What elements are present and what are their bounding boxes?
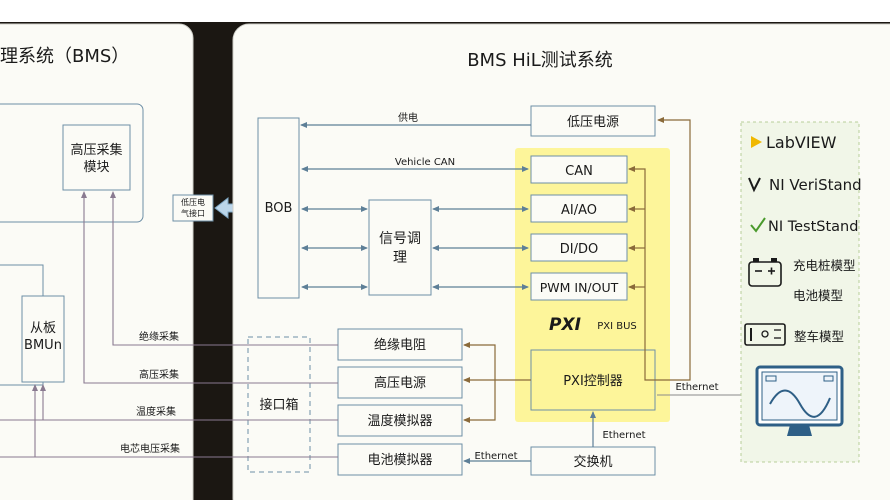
lv-supply-box xyxy=(530,105,656,137)
label-temp-acq: 温度采集 xyxy=(136,405,176,418)
hv-supply-box xyxy=(337,366,463,399)
temp-sim-label: 温度模拟器 xyxy=(367,413,432,429)
label-vehicle-can: Vehicle CAN xyxy=(395,157,455,168)
bms-panel xyxy=(0,23,194,500)
hv-supply-label: 高压电源 xyxy=(374,375,426,391)
insulation-box xyxy=(337,328,463,361)
bms-master-frame xyxy=(0,103,144,223)
switch-label: 交换机 xyxy=(573,454,612,470)
line-hv-acq xyxy=(81,191,338,384)
labview-icon xyxy=(751,136,762,148)
connector-line2: 气接口 xyxy=(181,208,205,218)
bob-label: BOB xyxy=(265,201,293,216)
label-power: 供电 xyxy=(398,111,418,124)
signal-conditioning-box xyxy=(368,199,432,296)
vehicle-model-icon xyxy=(744,323,786,346)
label-insulation-acq: 绝缘采集 xyxy=(139,330,179,343)
monitor-icon xyxy=(755,365,844,436)
slave-line2: BMUn xyxy=(24,338,62,353)
arrow-controller-lvsupply xyxy=(657,117,691,381)
dido-label: DI/DO xyxy=(560,242,598,257)
pwm-module xyxy=(530,272,628,301)
insulation-label: 绝缘电阻 xyxy=(374,337,426,353)
teststand-icon xyxy=(750,217,766,233)
signal-line2: 理 xyxy=(393,250,407,266)
vehicle-model-label: 整车模型 xyxy=(794,329,844,344)
pxi-bus-label: PXI BUS xyxy=(597,321,637,332)
veristand-label: NI VeriStand xyxy=(769,176,862,194)
interface-box-label: 接口箱 xyxy=(259,397,298,413)
bms-panel-title: 理系统（BMS） xyxy=(0,46,129,67)
temp-sim-box xyxy=(337,404,463,437)
lv-supply-label: 低压电源 xyxy=(567,115,619,130)
arrow-controller-insulation xyxy=(463,342,496,380)
slave-board-bmun xyxy=(21,295,65,383)
hil-panel-title: BMS HiL测试系统 xyxy=(467,50,613,71)
signal-line1: 信号调 xyxy=(379,231,421,247)
charger-model-label: 充电桩模型 xyxy=(793,258,856,273)
label-ethernet-battery: Ethernet xyxy=(474,451,517,462)
slave-line1: 从板 xyxy=(30,321,56,336)
line-insulation-acq xyxy=(110,191,338,346)
dido-module xyxy=(530,233,628,262)
label-ethernet-switch: Ethernet xyxy=(602,430,645,441)
labview-label: LabVIEW xyxy=(766,133,837,152)
can-label: CAN xyxy=(565,164,593,179)
label-ethernet-pc: Ethernet xyxy=(675,382,718,393)
arrow-controller-temp xyxy=(463,380,496,423)
label-cell-voltage-acq: 电芯电压采集 xyxy=(120,442,180,455)
aiao-module xyxy=(530,194,628,223)
pxi-controller-box xyxy=(530,349,656,411)
hv-module-line2: 模块 xyxy=(83,160,109,175)
label-hv-acq: 高压采集 xyxy=(139,368,179,381)
battery-model-label: 电池模型 xyxy=(793,288,843,303)
connector-line1: 低压电 xyxy=(181,197,205,207)
arrow-controller-can xyxy=(628,166,657,381)
aiao-label: AI/AO xyxy=(561,203,597,218)
battery-sim-label: 电池模拟器 xyxy=(367,453,432,468)
pxi-logo: PXI xyxy=(549,315,581,335)
pwm-label: PWM IN/OUT xyxy=(540,280,619,295)
veristand-icon xyxy=(748,177,761,193)
bob-box xyxy=(257,117,300,299)
battery-sim-box xyxy=(337,443,463,476)
lv-connector xyxy=(172,194,214,222)
pxi-controller-label: PXI控制器 xyxy=(563,374,623,389)
can-module xyxy=(530,155,628,184)
teststand-label: NI TestStand xyxy=(768,219,858,235)
hv-acquisition-module xyxy=(62,124,131,191)
charger-icon xyxy=(748,258,782,287)
interface-box xyxy=(247,336,311,473)
hv-module-line1: 高压采集 xyxy=(70,142,122,158)
